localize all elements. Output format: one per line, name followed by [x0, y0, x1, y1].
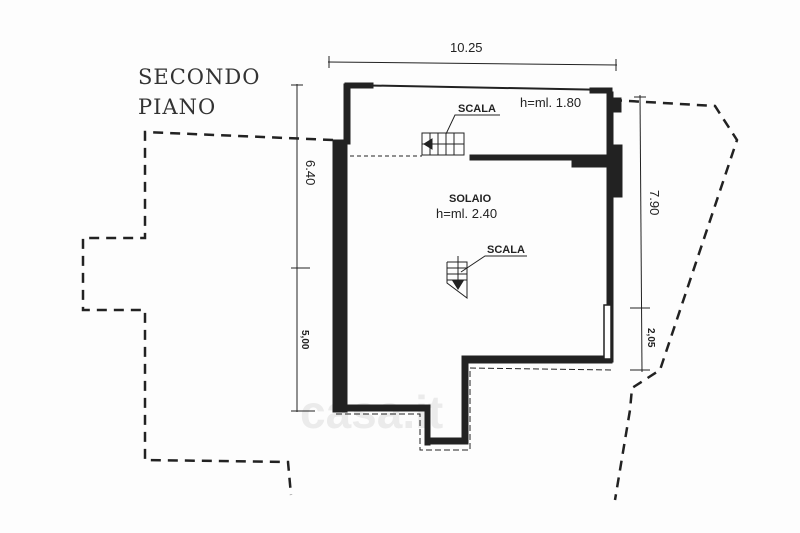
walls [332, 82, 623, 451]
floor-title-line2: PIANO [138, 95, 216, 119]
dimension-top: 10.25 [450, 40, 483, 55]
stair-lower [446, 255, 527, 299]
terrace-outline [81, 98, 739, 501]
dimension-left-upper: 6.40 [303, 160, 318, 185]
stair-lower-label: SCALA [487, 244, 525, 256]
dimension-right-upper: 7.90 [647, 190, 662, 215]
dimension-left-lower: 5,00 [299, 330, 310, 350]
stair-upper-label: SCALA [458, 103, 496, 115]
floor-title-line1: SECONDO [138, 65, 260, 89]
dimension-lines [291, 56, 650, 412]
watermark: casa.it [300, 386, 443, 438]
dimension-right-lower: 2,05 [645, 328, 656, 348]
room-height-attic: h=ml. 1.80 [520, 95, 581, 110]
room-height-solaio: h=ml. 2.40 [436, 206, 497, 221]
room-name-solaio: SOLAIO [449, 193, 492, 205]
stair-upper [421, 114, 500, 156]
